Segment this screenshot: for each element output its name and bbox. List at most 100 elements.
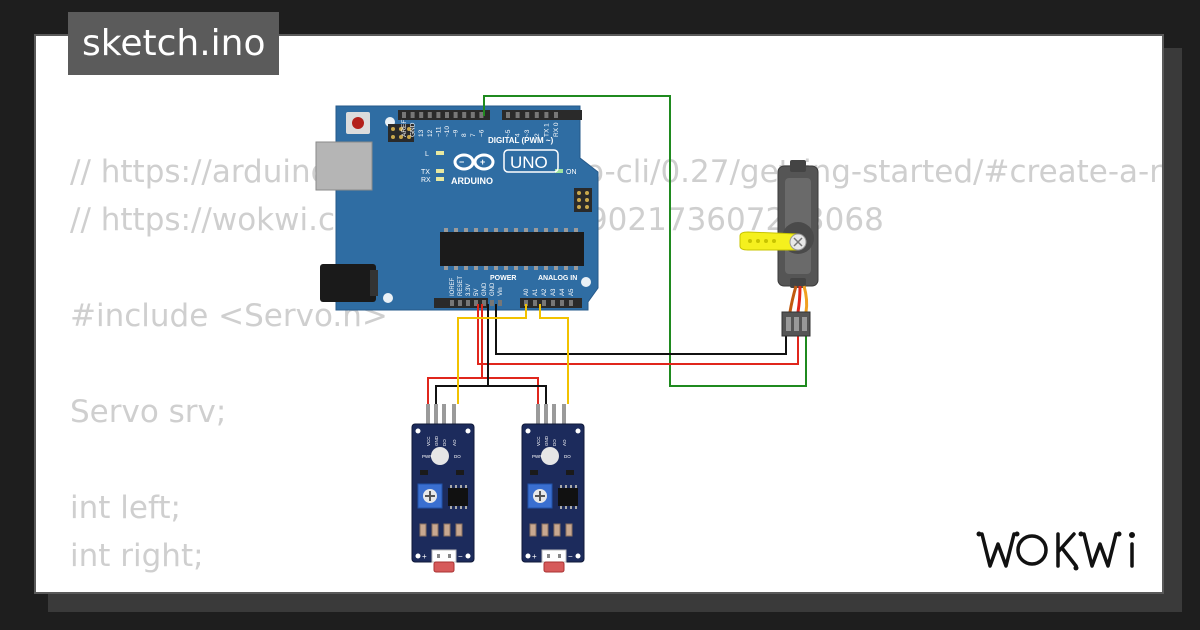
board-model: UNO (510, 153, 548, 172)
sensor-led-label: DO (454, 454, 461, 459)
code-line: Servo srv; (70, 394, 227, 430)
header-pin (498, 300, 502, 306)
pin-label: AREF (401, 120, 408, 137)
pin-label: 3.3V (466, 284, 472, 296)
pin-label: TX 1 (543, 123, 550, 137)
header-pin (533, 300, 537, 306)
header-pin (524, 300, 528, 306)
header-pin (506, 112, 510, 118)
pin-label: Vin (498, 287, 504, 296)
wire-signal-green (483, 95, 807, 387)
sensor-pin-label: VCC (536, 436, 541, 446)
wire-gnd-to-sensor-right (488, 385, 547, 404)
board-brand: ARDUINO (451, 176, 493, 186)
header-pin (479, 112, 484, 118)
pin-label: A2 (542, 288, 548, 296)
pin-label: A0 (524, 288, 530, 296)
header-pin (534, 112, 539, 118)
power-jack (320, 264, 376, 302)
pin-label: ~5 (505, 129, 512, 137)
servo-motor (739, 160, 819, 337)
wire-gnd-to-sensor-left (435, 304, 489, 404)
wire-5v-to-sensor-left (427, 304, 483, 404)
wire-a0-to-sensor-left (457, 304, 527, 404)
header-pin (445, 112, 449, 118)
header-pin (482, 300, 486, 306)
wire-gnd-to-servo (495, 304, 787, 355)
arduino-logo: − + (453, 153, 495, 171)
pin-label: 4 (515, 133, 522, 137)
led-label-rx: RX (421, 177, 431, 184)
sensor-pin-label: GND (544, 435, 549, 446)
svg-text:−: − (459, 157, 464, 167)
led-label-tx: TX (421, 169, 430, 176)
pin-label: 2 (534, 133, 541, 137)
microcontroller-chip (440, 232, 584, 266)
code-line: int left; (70, 490, 181, 526)
sensor-sign: − (568, 552, 573, 561)
sensor-sign: + (532, 552, 537, 561)
digital-header-label: DIGITAL (PWM ~) (488, 136, 554, 145)
header-pin (453, 112, 458, 118)
header-pin (458, 300, 462, 306)
code-line: // https://arduino.github.io/arduino-cli… (70, 154, 1162, 190)
sensor-sign: + (422, 552, 427, 561)
header-pin (554, 112, 558, 118)
header-pin (419, 112, 424, 118)
pin-label: ~11 (435, 126, 442, 137)
wire-5v-to-servo (477, 304, 799, 365)
sensor-pin-label: AO (452, 439, 457, 446)
sensor-sign: − (458, 552, 463, 561)
sensor-led-label: PWR (422, 454, 433, 459)
pin-label: ~9 (453, 129, 460, 137)
pin-label: 5V (474, 289, 480, 296)
sensor-led-label: DO (564, 454, 571, 459)
header-pin (427, 112, 432, 118)
sensor-pin-label: DO (552, 439, 557, 446)
led-label-l: L (425, 151, 429, 158)
header-pin (490, 300, 494, 306)
header-pin (470, 112, 475, 118)
header-pin (450, 300, 454, 306)
pin-label: ~10 (444, 126, 451, 137)
sensor-pin-label: GND (434, 435, 439, 446)
pin-label: IOREF (450, 277, 456, 296)
pin-label: A5 (569, 288, 575, 296)
pin-label: RESET (458, 276, 464, 296)
sensor-pin-label: AO (562, 439, 567, 446)
power-header-label: POWER (490, 275, 516, 282)
led-label-on: ON (566, 169, 577, 176)
preview-card: // https://arduino.github.io/arduino-cli… (34, 34, 1164, 594)
header-pin (515, 112, 520, 118)
header-pin (436, 112, 441, 118)
pin-label: 13 (418, 129, 425, 137)
pin-label: 12 (427, 129, 434, 137)
header-pin (474, 300, 478, 306)
header-pin (560, 300, 564, 306)
wires (427, 95, 807, 404)
header-pin (525, 112, 530, 118)
sketch-title: sketch.ino (68, 12, 280, 75)
wire-5v-to-sensor-right (482, 377, 539, 404)
header-pin (462, 112, 467, 118)
pin-label: GND (410, 122, 417, 137)
code-line: int right; (70, 538, 204, 574)
pin-label: A4 (560, 288, 566, 296)
header-pin (410, 112, 415, 118)
header-pin (402, 112, 406, 118)
header-pin (466, 300, 470, 306)
header-pin (551, 300, 555, 306)
pin-label: A1 (533, 288, 539, 296)
svg-text:+: + (480, 157, 485, 167)
header-pin (544, 112, 549, 118)
analog-header-label: ANALOG IN (538, 275, 577, 282)
sensor-pin-label: DO (442, 439, 447, 446)
pin-label: 7 (470, 133, 477, 137)
wire-a1-to-sensor-right (539, 304, 569, 404)
pin-label: ~3 (524, 129, 531, 137)
header-pin (542, 300, 546, 306)
sensor-pin-label: VCC (426, 436, 431, 446)
